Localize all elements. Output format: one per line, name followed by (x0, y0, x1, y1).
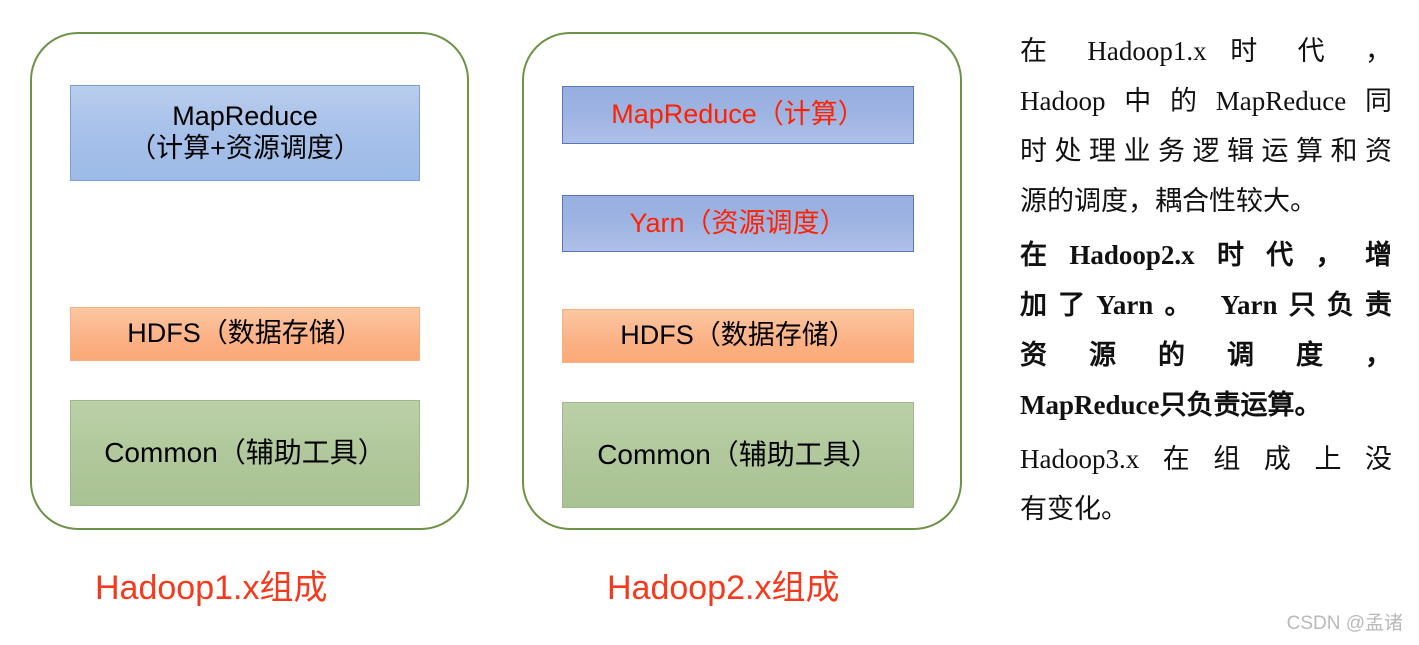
note-p1-line-3: 时处理业务逻辑运算和资 (1020, 136, 1392, 166)
layer-hadoop2-yarn: Yarn（资源调度） (562, 195, 914, 252)
caption-hadoop2: Hadoop2.x组成 (607, 569, 840, 607)
note-p2-line-1: 在Hadoop2.x时代，增 (1020, 240, 1392, 270)
note-p3-line-2: 有变化。 (1020, 494, 1128, 524)
layer-hadoop2-common: Common（辅助工具） (562, 402, 914, 508)
note-paragraph-3: Hadoop3.x在组成上没 有变化。 (1020, 434, 1392, 534)
note-p2-line-3: 资 源 的 调 度 ， (1020, 340, 1392, 370)
panel-hadoop1: MapReduce （计算+资源调度） HDFS（数据存储） Common（辅助… (30, 32, 469, 530)
layer-hadoop1-mapreduce: MapReduce （计算+资源调度） (70, 85, 420, 181)
panel-hadoop2: MapReduce（计算） Yarn（资源调度） HDFS（数据存储） Comm… (522, 32, 962, 530)
note-p1-line-1: 在 Hadoop1.x 时 代 ， (1020, 36, 1392, 66)
layer-hadoop1-hdfs: HDFS（数据存储） (70, 307, 420, 361)
layer-hadoop1-common: Common（辅助工具） (70, 400, 420, 506)
csdn-watermark: CSDN @孟诸 (1286, 613, 1403, 634)
layer-hadoop2-mapreduce: MapReduce（计算） (562, 86, 914, 144)
note-p2-line-4: MapReduce只负责运算。 (1020, 390, 1322, 420)
layer-hadoop2-hdfs: HDFS（数据存储） (562, 309, 914, 363)
note-paragraph-1: 在 Hadoop1.x 时 代 ， Hadoop中的MapReduce同 时处理… (1020, 26, 1392, 226)
architecture-diagram: MapReduce （计算+资源调度） HDFS（数据存储） Common（辅助… (30, 32, 962, 607)
note-p1-line-4: 源的调度，耦合性较大。 (1020, 186, 1317, 216)
note-paragraph-2: 在Hadoop2.x时代，增 加了Yarn。 Yarn只负责 资 源 的 调 度… (1020, 230, 1392, 430)
caption-hadoop1: Hadoop1.x组成 (95, 569, 328, 607)
note-p1-line-2: Hadoop中的MapReduce同 (1020, 86, 1392, 116)
note-p2-line-2: 加了Yarn。 Yarn只负责 (1020, 290, 1392, 320)
note-p3-line-1: Hadoop3.x在组成上没 (1020, 444, 1392, 474)
notes-column: 在 Hadoop1.x 时 代 ， Hadoop中的MapReduce同 时处理… (1020, 26, 1392, 534)
